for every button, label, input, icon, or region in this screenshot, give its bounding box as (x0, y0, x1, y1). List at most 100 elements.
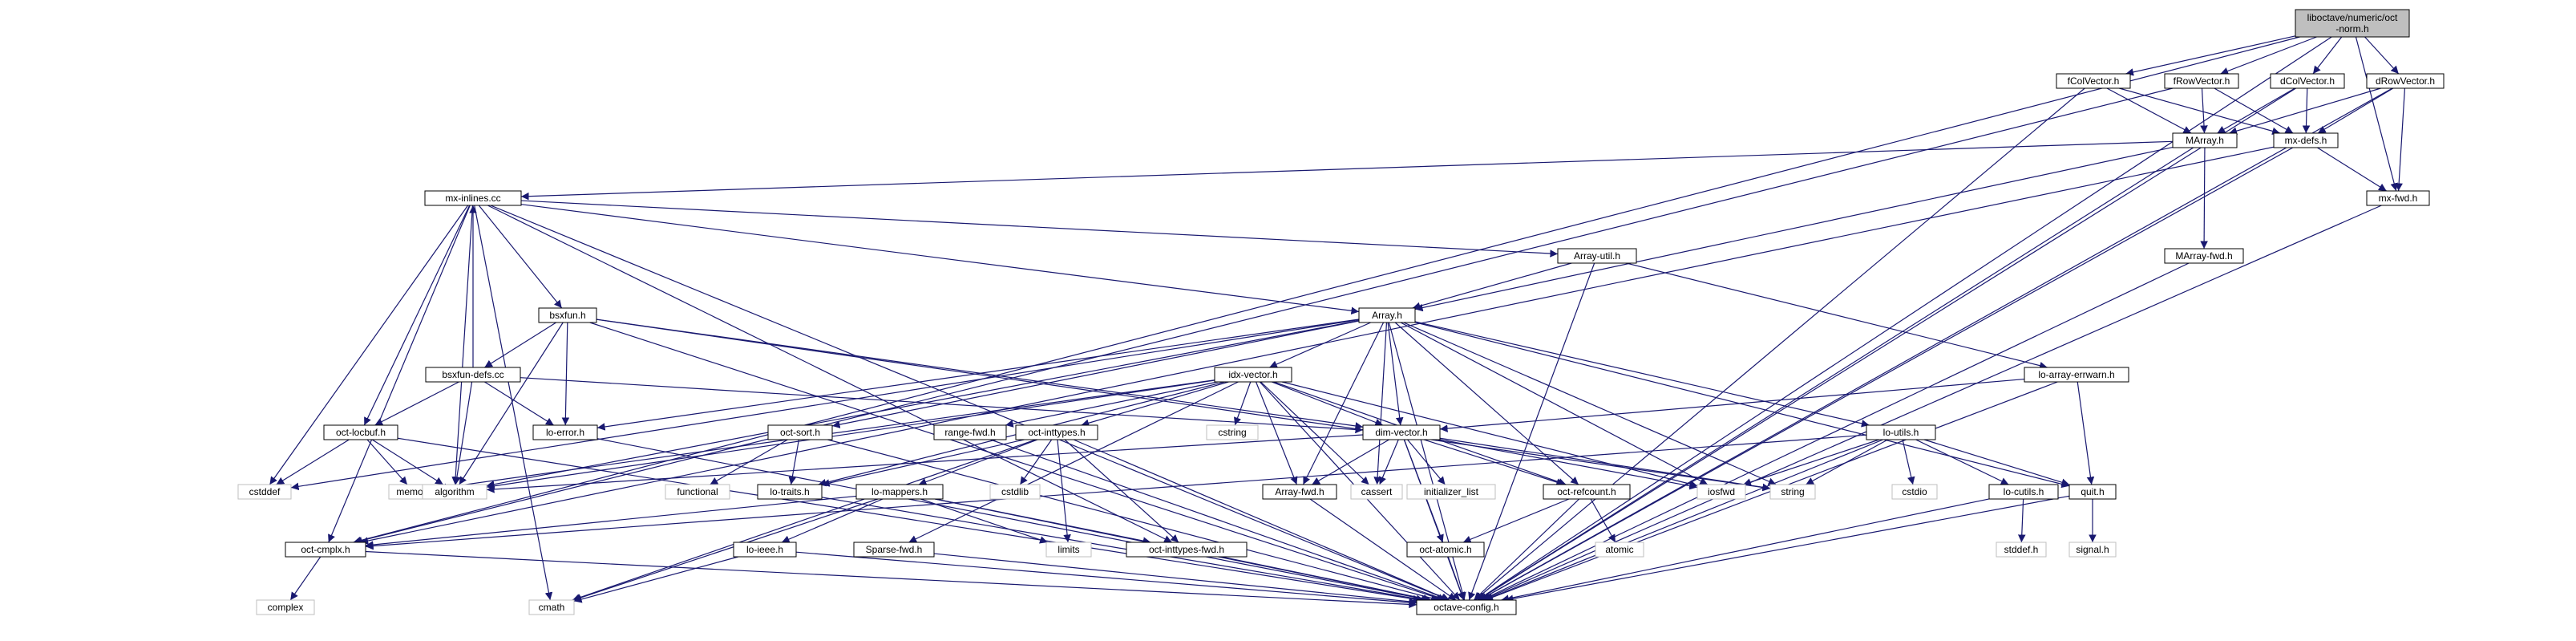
node-quit-h[interactable]: quit.h (2068, 484, 2117, 500)
node-octave-config-h[interactable]: octave-config.h (1416, 599, 1517, 615)
edge-octlocbuf-to-octaveconfig (397, 437, 1421, 603)
node-label: mx-fwd.h (2379, 193, 2418, 204)
node-frowvector-h[interactable]: fRowVector.h (2164, 73, 2239, 89)
node-oct-sort-h[interactable]: oct-sort.h (767, 424, 833, 440)
edge-lomappers-to-octcmplx (365, 495, 857, 549)
node-lo-cutils-h[interactable]: lo-cutils.h (1988, 484, 2059, 500)
node-box (323, 424, 398, 440)
node-marray-fwd-h[interactable]: MArray-fwd.h (2164, 248, 2244, 264)
node-liboctave-numeric-oct-norm-h[interactable]: liboctave/numeric/oct-norm.h (2295, 9, 2410, 38)
node-box (1406, 542, 1485, 558)
node-lo-ieee-h[interactable]: lo-ieee.h (733, 542, 797, 558)
node-dim-vector-h[interactable]: dim-vector.h (1362, 424, 1441, 440)
node-signal-h: signal.h (2068, 542, 2117, 558)
node-box (1696, 484, 1746, 500)
node-box (424, 190, 522, 206)
edge-array-to-dimvector (1387, 322, 1404, 426)
node-label: MArray-fwd.h (2175, 250, 2232, 262)
edge-octlocbuf-to-cstddef (276, 439, 350, 485)
node-label: dim-vector.h (1375, 427, 1427, 438)
edge-loutils-to-octaveconfig (1484, 439, 1883, 601)
node-box (422, 484, 487, 500)
node-marray-h[interactable]: MArray.h (2172, 132, 2238, 148)
node-oct-inttypes-fwd-h[interactable]: oct-inttypes-fwd.h (1126, 542, 1248, 558)
node-oct-cmplx-h[interactable]: oct-cmplx.h (285, 542, 366, 558)
node-oct-refcount-h[interactable]: oct-refcount.h (1543, 484, 1631, 500)
node-label: initializer_list (1424, 486, 1479, 497)
node-lo-traits-h[interactable]: lo-traits.h (757, 484, 823, 500)
edge-lomappers-to-loieee (781, 498, 884, 543)
edge-bsxfundefs-to-octlocbuf (374, 381, 459, 426)
edge-mxdefs-to-mxfwd (2317, 147, 2387, 192)
node-mx-fwd-h[interactable]: mx-fwd.h (2366, 190, 2430, 206)
node-label: complex (268, 602, 304, 613)
node-box (989, 484, 1041, 500)
node-label: quit.h (2081, 486, 2104, 497)
edge-idxvector-to-cassert (1260, 381, 1369, 485)
node-drowvector-h[interactable]: dRowVector.h (2366, 73, 2445, 89)
node-idx-vector-h[interactable]: idx-vector.h (1214, 367, 1292, 383)
edge-octrefcount-to-octaveconfig (1473, 498, 1580, 601)
edge-mxdefs-to-octaveconfig (1478, 147, 2294, 601)
edge-bsxfundefs-to-loerror (484, 381, 554, 426)
edge-octinttypes-to-cstdlib (1019, 439, 1053, 485)
node-label: MArray.h (2186, 135, 2224, 146)
edge-mxinlines-to-bsxfun (478, 205, 563, 309)
node-box (2024, 367, 2129, 383)
node-label: bsxfun-defs.cc (442, 369, 503, 380)
node-oct-atomic-h[interactable]: oct-atomic.h (1406, 542, 1485, 558)
node-label: cstdlib (1001, 486, 1029, 497)
node-lo-mappers-h[interactable]: lo-mappers.h (855, 484, 944, 500)
edge-sparsefwd-to-octaveconfig (933, 553, 1417, 606)
edge-arrayfwd-to-octaveconfig (1309, 498, 1457, 601)
node-lo-array-errwarn-h[interactable]: lo-array-errwarn.h (2024, 367, 2129, 383)
edge-octlocbuf-to-algorithm (371, 439, 444, 485)
edge-octatomic-to-octaveconfig (1447, 556, 1466, 601)
node-array-util-h[interactable]: Array-util.h (1557, 248, 1637, 264)
node-box (538, 307, 597, 323)
edge-octinttypes-to-cmath (572, 439, 1037, 602)
edge-drowvector-to-octaveconfig (1478, 87, 2393, 601)
edge-array-to-quit (1414, 322, 2070, 489)
node-box (1350, 484, 1403, 500)
edge-lomappers-to-limits (920, 498, 1048, 544)
node-mx-inlines-cc[interactable]: mx-inlines.cc (424, 190, 522, 206)
node-box (1595, 542, 1644, 558)
node-label: atomic (1605, 544, 1633, 555)
edge-fcolvector-to-octaveconfig (1474, 87, 2085, 601)
edge-loutils-to-octcmplx (365, 434, 1867, 550)
node-fcolvector-h[interactable]: fColVector.h (2056, 73, 2131, 89)
edge-dimvector-to-arrayfwd (1312, 439, 1389, 485)
edge-rangefwd-to-octaveconfig (990, 439, 1446, 602)
edge-array-to-octaveconfig (1388, 322, 1466, 601)
node-box (933, 424, 1007, 440)
edge-array-to-algorithm (486, 320, 1360, 489)
edge-array-to-loerror (596, 318, 1360, 431)
edge-mxdefs-to-octcmplx (360, 146, 2275, 545)
edge-dimvector-to-initializer-list (1407, 439, 1446, 485)
node-label: oct-sort.h (780, 427, 820, 438)
node-oct-inttypes-h[interactable]: oct-inttypes.h (1015, 424, 1098, 440)
node-label: Array-util.h (1574, 250, 1620, 262)
node-bsxfun-h[interactable]: bsxfun.h (538, 307, 597, 323)
node-mx-defs-h[interactable]: mx-defs.h (2273, 132, 2339, 148)
node-array-h[interactable]: Array.h (1358, 307, 1416, 323)
edge-array-to-octrefcount (1394, 322, 1579, 485)
node-lo-error-h[interactable]: lo-error.h (532, 424, 598, 440)
node-label: cstddef (249, 486, 281, 497)
node-bsxfun-defs-cc[interactable]: bsxfun-defs.cc (425, 367, 521, 383)
node-label: liboctave/numeric/oct (2307, 12, 2398, 23)
node-label: dRowVector.h (2376, 75, 2435, 87)
edge-loarrayerrwarn-to-dimvector (1439, 378, 2025, 432)
node-box (1988, 484, 2059, 500)
node-label: limits (1057, 544, 1079, 555)
node-label: dColVector.h (2280, 75, 2335, 87)
node-lo-utils-h[interactable]: lo-utils.h (1866, 424, 1936, 440)
edge-lomappers-to-cmath (572, 498, 879, 602)
node-array-fwd-h[interactable]: Array-fwd.h (1262, 484, 1337, 500)
node-range-fwd-h[interactable]: range-fwd.h (933, 424, 1007, 440)
node-label: Array.h (1372, 310, 1402, 321)
node-sparse-fwd-h[interactable]: Sparse-fwd.h (853, 542, 935, 558)
node-dcolvector-h[interactable]: dColVector.h (2270, 73, 2345, 89)
node-oct-locbuf-h[interactable]: oct-locbuf.h (323, 424, 398, 440)
